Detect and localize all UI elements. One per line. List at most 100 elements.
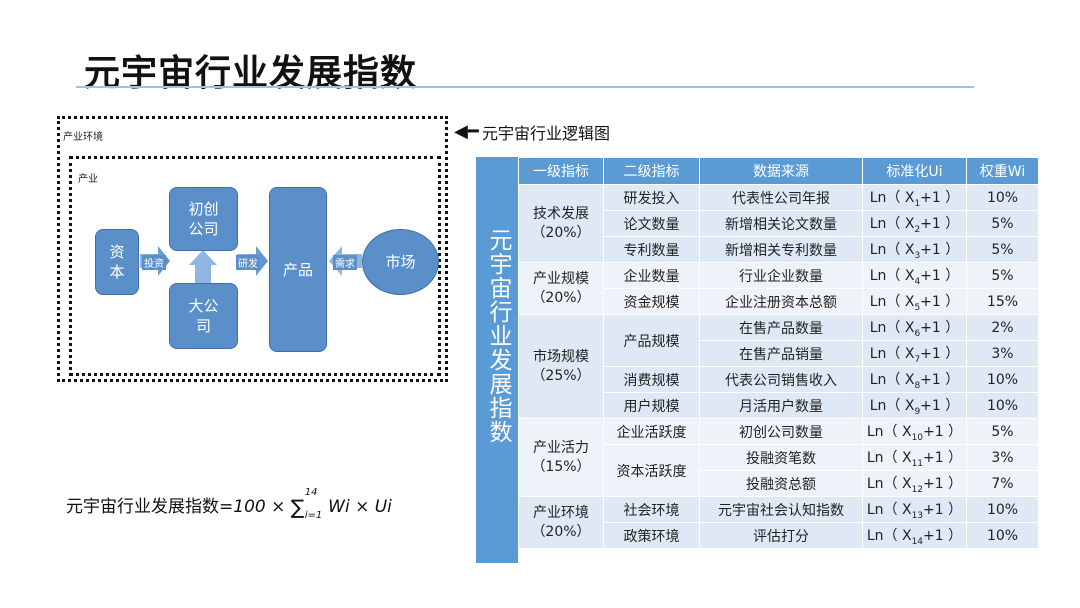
normalized-cell: Ln（ X6+1 ） [862,314,967,341]
capital-node: 资 本 [95,229,139,295]
ln-index: 13 [911,510,924,521]
ln-suffix: +1 ） [923,475,963,492]
level1-cell: 市场规模 （25%） [518,314,604,419]
source-cell: 投融资笔数 [699,444,863,471]
normalized-cell: Ln（ X2+1 ） [862,210,967,237]
normalized-cell: Ln（ X12+1 ） [862,470,967,497]
level1-cell: 产业活力 （15%） [518,418,604,497]
industry-environment-box [57,116,448,382]
level2-cell: 资金规模 [603,288,700,315]
source-cell: 在售产品数量 [699,314,863,341]
weight-cell: 3% [966,340,1039,367]
ln-index: 6 [914,328,921,339]
ln-index: 10 [911,432,924,443]
source-cell: 月活用户数量 [699,392,863,419]
industry-environment-label: 产业环境 [63,132,103,143]
ln-index: 7 [914,354,921,365]
weight-cell: 5% [966,210,1039,237]
normalized-cell: Ln（ X11+1 ） [862,444,967,471]
normalized-cell: Ln（ X7+1 ） [862,340,967,367]
ln-suffix: +1 ） [920,397,960,414]
rnd-tag: 研发 [236,255,260,270]
startup-node: 初创 公司 [169,187,238,251]
weight-cell: 10% [966,366,1039,393]
source-cell: 代表性公司年报 [699,184,863,211]
weight-cell: 10% [966,392,1039,419]
ln-index: 2 [914,224,921,235]
level2-cell: 研发投入 [603,184,700,211]
up-arrow [189,250,217,283]
weight-cell: 10% [966,184,1039,211]
source-cell: 投融资总额 [699,470,863,497]
source-cell: 评估打分 [699,522,863,549]
level2-cell: 社会环境 [603,496,700,523]
source-cell: 代表公司销售收入 [699,366,863,393]
index-table: 一级指标 二级指标 数据来源 标准化Ui 权重Wi 技术发展 （20%）研发投入… [518,157,1039,549]
normalized-cell: Ln（ X13+1 ） [862,496,967,523]
weight-cell: 15% [966,288,1039,315]
weight-cell: 7% [966,470,1039,497]
weight-cell: 5% [966,418,1039,445]
weight-cell: 5% [966,262,1039,289]
source-cell: 初创公司数量 [699,418,863,445]
source-cell: 元宇宙社会认知指数 [699,496,863,523]
ln-suffix: +1 ） [920,215,960,232]
formula-lhs: 元宇宙行业发展指数= [66,497,234,517]
source-cell: 企业注册资本总额 [699,288,863,315]
ln-suffix: +1 ） [923,423,963,440]
sum-upper: 14 [304,487,318,498]
header-level2: 二级指标 [603,157,700,185]
source-cell: 在售产品销量 [699,340,863,367]
level2-cell: 资本活跃度 [603,444,700,497]
ln-prefix: Ln（ X [866,501,912,518]
ln-index: 14 [911,536,924,547]
product-node: 产品 [269,187,327,352]
level2-cell: 企业数量 [603,262,700,289]
normalized-cell: Ln（ X8+1 ） [862,366,967,393]
level1-cell: 产业规模 （20%） [518,262,604,315]
level2-cell: 专利数量 [603,236,700,263]
ln-suffix: +1 ） [920,267,960,284]
ln-index: 1 [914,198,921,209]
source-cell: 行业企业数量 [699,262,863,289]
ln-prefix: Ln（ X [869,319,915,336]
caption-arrow-icon: ◀━ [454,121,479,142]
industry-box [69,156,441,376]
ln-suffix: +1 ） [920,189,960,206]
ln-index: 3 [914,250,921,261]
ln-prefix: Ln（ X [869,215,915,232]
normalized-cell: Ln（ X4+1 ） [862,262,967,289]
header-source: 数据来源 [699,157,863,185]
header-normalized: 标准化Ui [862,157,967,185]
ln-prefix: Ln（ X [869,345,915,362]
ln-prefix: Ln（ X [869,371,915,388]
normalized-cell: Ln（ X1+1 ） [862,184,967,211]
ln-prefix: Ln（ X [866,449,912,466]
demand-tag: 需求 [333,255,357,270]
header-weight: 权重Wi [966,157,1039,185]
level2-cell: 企业活跃度 [603,418,700,445]
ln-suffix: +1 ） [923,527,963,544]
level2-cell: 政策环境 [603,522,700,549]
ln-suffix: +1 ） [920,345,960,362]
weight-cell: 3% [966,444,1039,471]
ln-prefix: Ln（ X [869,293,915,310]
ln-index: 11 [911,458,924,469]
ln-suffix: +1 ） [923,501,963,518]
weight-cell: 2% [966,314,1039,341]
weight-cell: 10% [966,496,1039,523]
sum-sign: ∑ [290,495,305,519]
ln-index: 8 [914,380,921,391]
level1-cell: 技术发展 （20%） [518,184,604,263]
normalized-cell: Ln（ X5+1 ） [862,288,967,315]
ln-prefix: Ln（ X [869,189,915,206]
ln-prefix: Ln（ X [866,423,912,440]
